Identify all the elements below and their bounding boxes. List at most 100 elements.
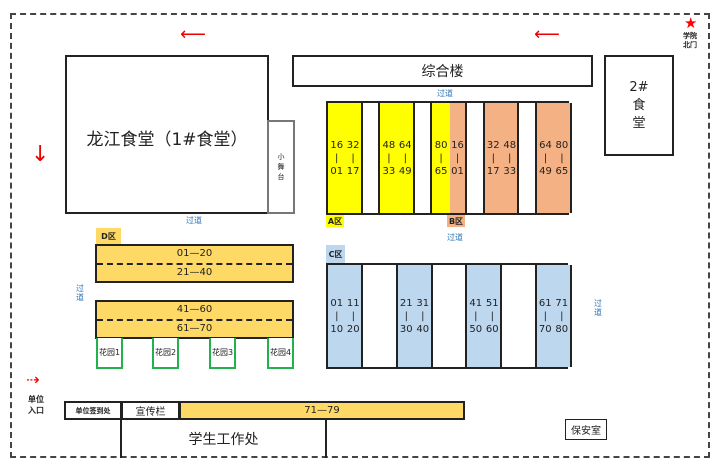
stall-number: 10 <box>330 323 344 335</box>
stall-number: 17 <box>486 165 500 177</box>
unit-entrance-label: 单位 入口 <box>28 394 44 416</box>
stalls-71-79: 71—79 <box>179 401 465 420</box>
entrance-line: 单位 <box>28 395 44 404</box>
stall-number: 64 <box>539 139 552 151</box>
separator: | <box>335 152 339 164</box>
stall-number: 64 <box>398 139 412 151</box>
stall-number: 80 <box>434 139 448 151</box>
stall-number: 33 <box>503 165 517 177</box>
stall-column-a: 80|65 <box>432 103 450 213</box>
zonghe-label: 综合楼 <box>421 64 464 80</box>
arrow-down-icon: ↓ <box>31 142 50 167</box>
stall-column-b: 32|17 <box>484 103 502 213</box>
stall-column-c: 21|30 <box>397 265 415 367</box>
stall-number: 50 <box>469 323 483 335</box>
stall-number: 65 <box>434 165 448 177</box>
stall-column-b: 16|01 <box>449 103 468 213</box>
north-gate-label: 学院 北门 <box>683 32 697 50</box>
arrow-left-icon: ⟵ <box>534 24 560 45</box>
longjiang-canteen: 龙江食堂（1#食堂） <box>65 55 269 214</box>
stall-column-c: 71|80 <box>554 265 572 367</box>
stall-number: 40 <box>416 323 430 335</box>
stall-column-a: 32|17 <box>345 103 363 213</box>
separator: | <box>560 310 564 322</box>
stall-column-c: 61|70 <box>536 265 554 367</box>
unit-checkin: 单位签到处 <box>64 401 122 420</box>
stall-column-a: 64|49 <box>397 103 415 213</box>
canteen2-char: 堂 <box>632 115 646 131</box>
student-affairs-office: 学生工作处 <box>120 419 327 458</box>
student-affairs-label: 学生工作处 <box>188 431 259 448</box>
stall-range: 41—60 <box>176 304 213 315</box>
stall-range: 71—79 <box>304 405 340 416</box>
stall-number: 49 <box>398 165 412 177</box>
stall-range: 21—40 <box>176 267 213 278</box>
aisle-gap <box>363 265 398 367</box>
stall-column-b: 80|65 <box>554 103 572 213</box>
security-room: 保安室 <box>565 419 607 440</box>
stall-column-b: 48|33 <box>502 103 520 213</box>
north-gate-line: 学院 <box>683 32 697 40</box>
separator: | <box>455 152 460 164</box>
zone-c-label: C区 <box>326 245 345 263</box>
garden-1: 花园1 <box>96 338 123 369</box>
divider <box>97 263 292 265</box>
stall-number: 01 <box>330 297 344 309</box>
garden-4: 花园4 <box>267 338 294 369</box>
aisle-label: 过道 <box>594 299 602 317</box>
security-label: 保安室 <box>571 426 601 437</box>
separator: | <box>387 152 391 164</box>
bulletin-board: 宣传栏 <box>121 401 180 420</box>
zone-b-label: B区 <box>447 215 465 227</box>
aisle-gap <box>519 103 537 213</box>
stall-number: 65 <box>555 165 569 177</box>
stall-number: 80 <box>555 323 569 335</box>
separator: | <box>490 310 494 322</box>
small-stage: 小 舞 台 <box>267 120 295 214</box>
stall-number: 33 <box>382 165 396 177</box>
stall-column-c: 41|50 <box>467 265 485 367</box>
checkin-label: 单位签到处 <box>75 406 111 415</box>
north-gate-line: 北门 <box>683 41 697 49</box>
stall-column-c: 51|60 <box>484 265 502 367</box>
separator: | <box>543 152 548 164</box>
aisle-gap <box>432 265 467 367</box>
stall-column-c: 01|10 <box>328 265 346 367</box>
stall-number: 61 <box>538 297 552 309</box>
aisle-label: 过道 <box>76 284 84 302</box>
separator: | <box>335 310 339 322</box>
separator: | <box>403 152 407 164</box>
star-icon: ★ <box>684 14 698 32</box>
stall-number: 51 <box>485 297 499 309</box>
stall-number: 60 <box>485 323 499 335</box>
separator: | <box>508 152 512 164</box>
separator: | <box>351 152 355 164</box>
stall-number: 31 <box>416 297 430 309</box>
zone-a-label: A区 <box>326 215 344 227</box>
stall-number: 17 <box>346 165 360 177</box>
campus-boundary <box>10 13 710 458</box>
stall-number: 48 <box>503 139 517 151</box>
stall-range: 01—20 <box>176 248 213 259</box>
zonghe-building: 综合楼 <box>292 55 593 87</box>
zone-d-row-2: 41—60 61—70 <box>95 300 294 339</box>
stall-number: 16 <box>330 139 344 151</box>
stage-char: 舞 <box>277 163 285 171</box>
stall-column-b: 64|49 <box>536 103 555 213</box>
aisle-label: 过道 <box>186 216 202 225</box>
stall-number: 01 <box>451 165 464 177</box>
arrow-right-icon: ⇢ <box>26 370 40 389</box>
stall-number: 30 <box>399 323 413 335</box>
zone-d-label: D区 <box>96 228 121 244</box>
stall-number: 71 <box>555 297 569 309</box>
aisle-gap <box>415 103 433 213</box>
aisle-gap <box>502 265 537 367</box>
divider <box>97 319 292 321</box>
separator: | <box>491 152 495 164</box>
separator: | <box>421 310 425 322</box>
separator: | <box>439 152 443 164</box>
aisle-label: 过道 <box>437 89 453 98</box>
stall-number: 20 <box>346 323 360 335</box>
stall-number: 32 <box>486 139 500 151</box>
